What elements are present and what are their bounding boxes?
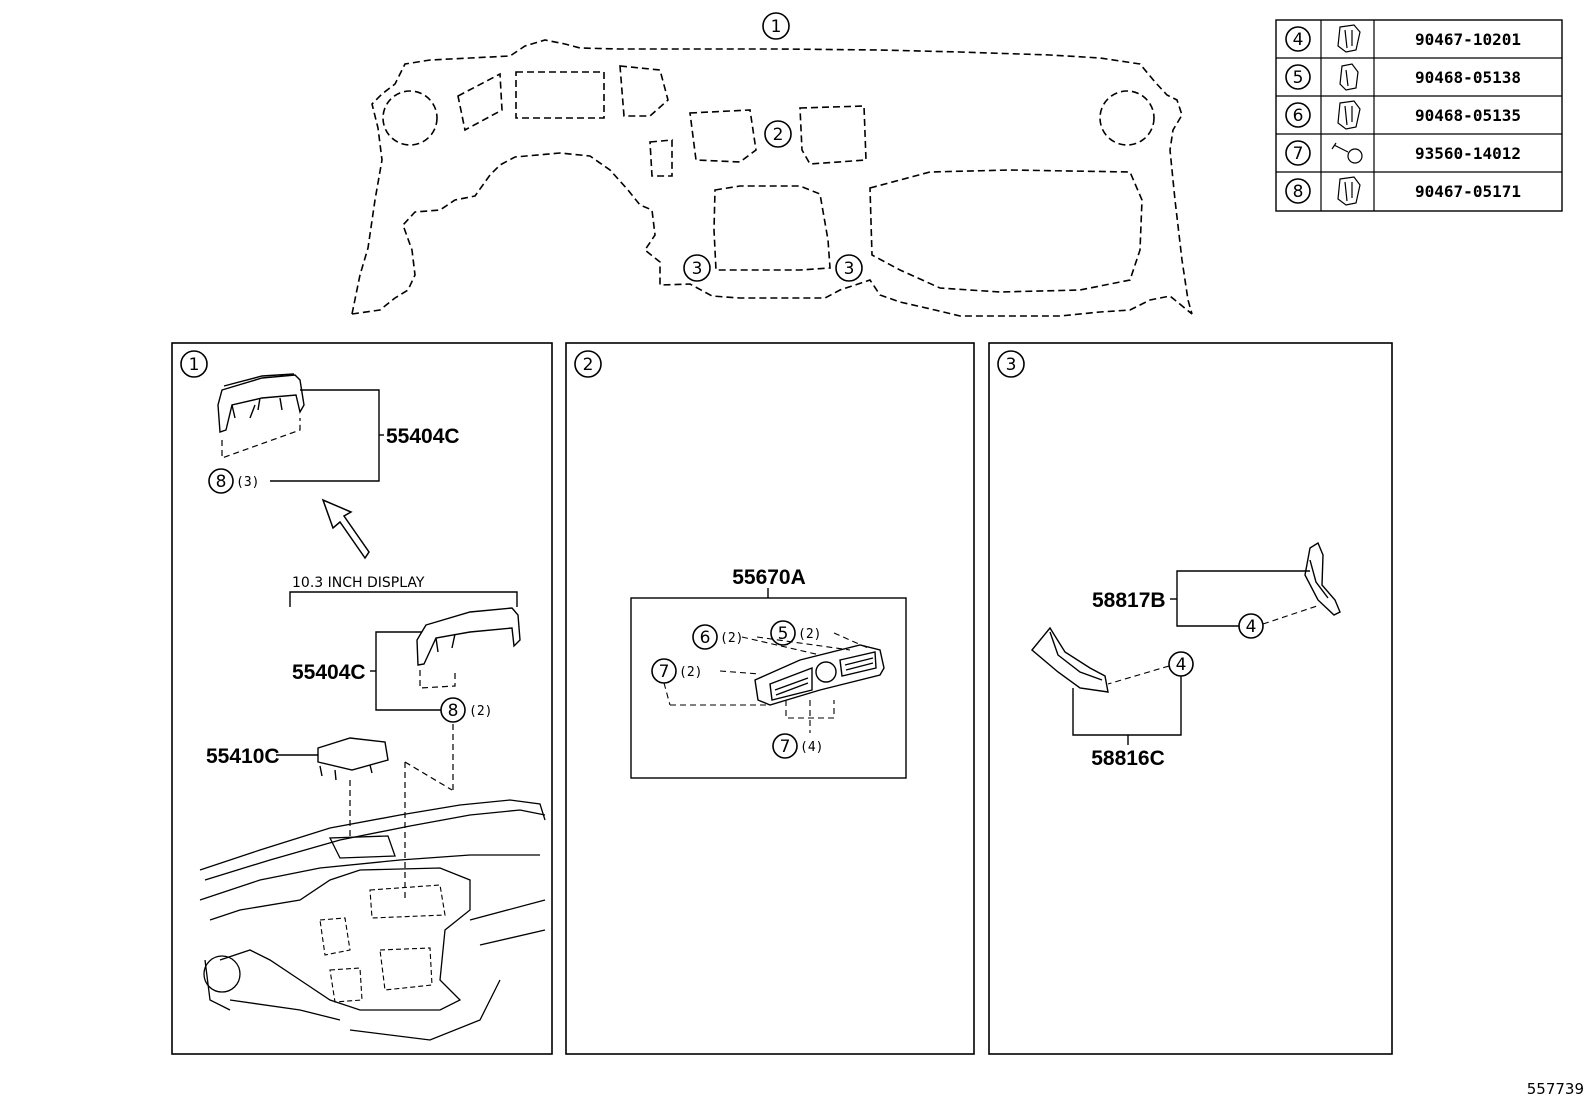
svg-text:(2): (2) xyxy=(469,704,492,719)
svg-text:4: 4 xyxy=(1246,617,1257,637)
svg-text:3: 3 xyxy=(844,259,855,279)
figure-id: 557739 xyxy=(1527,1080,1584,1098)
svg-text:(3): (3) xyxy=(236,475,259,490)
parts-legend-table xyxy=(1275,19,1563,212)
clip-icon xyxy=(1337,24,1361,53)
svg-text:3: 3 xyxy=(1006,355,1017,375)
svg-text:10.3 INCH DISPLAY: 10.3 INCH DISPLAY xyxy=(292,575,425,591)
screw-icon xyxy=(1331,142,1363,164)
panel-2-frame xyxy=(565,342,975,1055)
svg-text:7: 7 xyxy=(1293,144,1304,164)
svg-text:90468-05135: 90468-05135 xyxy=(1415,106,1521,125)
svg-text:2: 2 xyxy=(583,355,594,375)
svg-text:7: 7 xyxy=(780,737,791,757)
svg-text:1: 1 xyxy=(771,17,782,37)
svg-text:4: 4 xyxy=(1293,30,1304,50)
panel-3-labels: 3 58817B 4 4 58816C xyxy=(1006,355,1257,770)
clip-icon xyxy=(1337,176,1361,206)
svg-text:(4): (4) xyxy=(800,740,823,755)
svg-text:(2): (2) xyxy=(679,665,702,680)
overview-labels: 1 2 3 3 xyxy=(692,17,855,279)
svg-text:7: 7 xyxy=(659,662,670,682)
svg-text:8: 8 xyxy=(448,701,459,721)
air-vent-part xyxy=(754,644,885,706)
clip-icon xyxy=(1337,100,1361,130)
svg-text:55410C: 55410C xyxy=(206,745,280,768)
svg-text:5: 5 xyxy=(778,624,789,644)
hood-upper-part xyxy=(217,373,305,433)
dashboard-sketch xyxy=(199,799,546,1041)
panel-1-frame xyxy=(171,342,553,1055)
dashboard-sketch-dashed xyxy=(319,884,446,1003)
bracket-part xyxy=(1304,541,1341,616)
hood-lower-part xyxy=(416,607,521,666)
svg-text:(2): (2) xyxy=(720,631,743,646)
cover-part xyxy=(317,737,389,781)
svg-text:90467-05171: 90467-05171 xyxy=(1415,182,1521,201)
svg-text:90467-10201: 90467-10201 xyxy=(1415,30,1521,49)
trim-panel-part xyxy=(1031,626,1109,693)
svg-text:1: 1 xyxy=(189,355,200,375)
svg-text:8: 8 xyxy=(216,472,227,492)
svg-text:8: 8 xyxy=(1293,182,1304,202)
svg-text:93560-14012: 93560-14012 xyxy=(1415,144,1521,163)
svg-text:58816C: 58816C xyxy=(1091,747,1165,770)
svg-text:3: 3 xyxy=(692,259,703,279)
svg-text:55670A: 55670A xyxy=(732,566,806,589)
svg-text:5: 5 xyxy=(1293,68,1304,88)
svg-text:(2): (2) xyxy=(798,627,821,642)
svg-text:90468-05138: 90468-05138 xyxy=(1415,68,1521,87)
svg-text:58817B: 58817B xyxy=(1092,589,1166,612)
svg-text:4: 4 xyxy=(1176,655,1187,675)
panel-3-frame xyxy=(988,342,1393,1055)
svg-text:6: 6 xyxy=(1293,106,1304,126)
svg-text:55404C: 55404C xyxy=(386,425,460,448)
dashboard-overview xyxy=(351,39,1193,317)
svg-text:6: 6 xyxy=(700,628,711,648)
svg-text:55404C: 55404C xyxy=(292,661,366,684)
panel-1-labels: 1 55404C 8 (3) 10.3 INCH DISPLAY 55404C … xyxy=(189,355,493,768)
panel-2-labels: 2 55670A 6 (2) 5 (2) 7 (2) 7 (4) xyxy=(583,355,824,757)
legend-labels: 4 5 6 7 8 90467-10201 90468-05138 90468-… xyxy=(1293,30,1521,202)
svg-text:2: 2 xyxy=(773,125,784,145)
clip-icon xyxy=(1339,63,1359,91)
